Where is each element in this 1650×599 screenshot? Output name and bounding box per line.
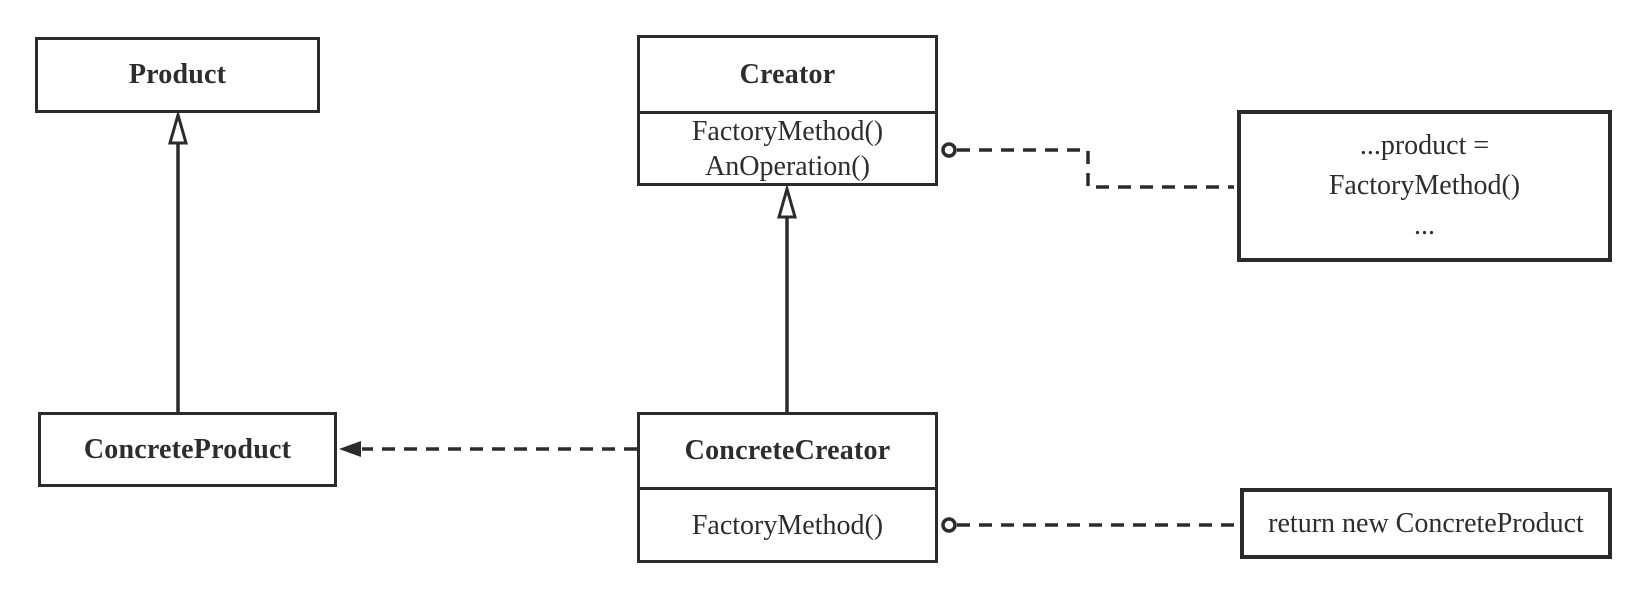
inheritance-arrow-concreteproduct-to-product xyxy=(168,109,188,412)
note-line: return new ConcreteProduct xyxy=(1268,507,1584,539)
class-methods-concretecreator: FactoryMethod() xyxy=(640,487,935,560)
filled-arrowhead-icon xyxy=(339,441,361,457)
class-methods-creator: FactoryMethod() AnOperation() xyxy=(640,111,935,184)
method-anoperation: AnOperation() xyxy=(705,151,870,182)
method-factorymethod: FactoryMethod() xyxy=(691,509,884,541)
class-name-creator: Creator xyxy=(739,58,836,90)
inheritance-arrow-concretecreator-to-creator xyxy=(777,183,797,412)
note-concretecreator-pseudocode: return new ConcreteProduct xyxy=(1240,488,1612,559)
class-name-product: Product xyxy=(128,59,227,90)
note-creator-pseudocode: ...product = FactoryMethod() ... xyxy=(1237,110,1612,262)
class-box-concreteproduct: ConcreteProduct xyxy=(38,412,337,487)
class-name-concretecreator: ConcreteCreator xyxy=(684,435,891,466)
class-name-concreteproduct: ConcreteProduct xyxy=(83,433,292,465)
hollow-triangle-icon xyxy=(168,109,188,145)
class-box-product: Product xyxy=(35,37,320,113)
class-box-concretecreator: ConcreteCreator FactoryMethod() xyxy=(637,412,938,563)
note-anchor-circle-icon xyxy=(941,142,957,158)
dashed-note-line xyxy=(957,148,1234,189)
note-link-creator xyxy=(941,142,1234,189)
hollow-triangle-icon xyxy=(777,183,797,219)
note-anchor-circle-icon xyxy=(941,517,957,533)
class-box-creator: Creator FactoryMethod() AnOperation() xyxy=(637,35,938,186)
note-line: ... xyxy=(1414,210,1435,241)
note-line: FactoryMethod() xyxy=(1328,170,1521,201)
note-link-concretecreator xyxy=(941,517,1237,533)
note-line: ...product = xyxy=(1359,130,1490,161)
dependency-arrow-concretecreator-to-concreteproduct xyxy=(339,441,637,457)
method-factorymethod: FactoryMethod() xyxy=(691,116,884,147)
